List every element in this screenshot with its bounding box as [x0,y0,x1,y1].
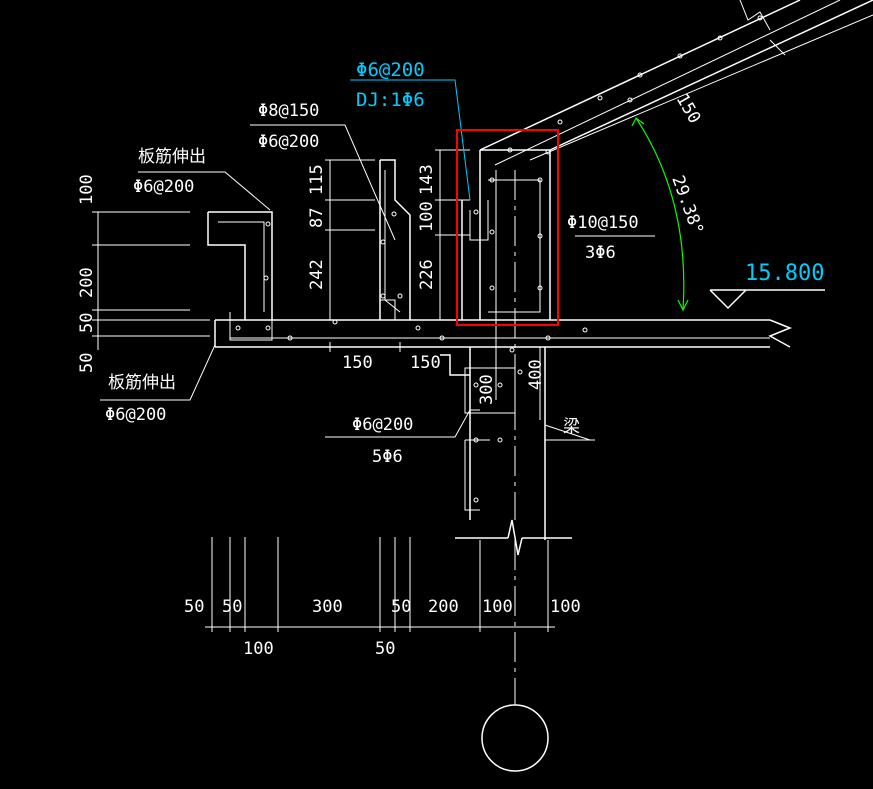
dim-v-300: 300 [477,374,497,405]
dim-v-226: 226 [417,259,437,290]
dim-bottom-100b: 100 [550,597,581,617]
dim-bottom-50c: 50 [391,597,411,617]
rebar-dots [235,15,763,503]
dim-left-50b: 50 [77,353,97,373]
dim-left-200: 200 [77,267,97,298]
angle-arc [631,117,689,312]
dim-bottom-200: 200 [428,597,459,617]
dim-left-50a: 50 [77,313,97,333]
dim-bottom-50d: 50 [375,639,395,659]
slab-rebar-top-spec: Φ6@200 [133,177,194,197]
dim-v-115: 115 [307,164,327,195]
dim-v-87: 87 [307,208,327,228]
rebar-cyan-top: Φ6@200 [356,59,425,81]
slab-rebar-top-title: 板筋伸出 [138,147,206,167]
dimension-texts: 100 200 50 50 115 87 242 143 100 226 150… [77,91,704,660]
dim-bottom-300: 300 [312,597,343,617]
dim-v-400: 400 [526,359,546,390]
rebar-cyan-bottom: DJ:1Φ6 [356,89,425,111]
dim-v-242: 242 [307,259,327,290]
slab-rebar-bottom-title: 板筋伸出 [108,373,176,393]
cyan-leader [350,79,471,201]
dim-left-100: 100 [77,174,97,205]
text-labels: 板筋伸出 Φ6@200 板筋伸出 Φ6@200 Φ8@150 Φ6@200 Φ1… [105,101,639,467]
rebar-phi10-label: Φ10@150 [567,213,639,233]
dim-h-150a: 150 [342,353,373,373]
beam-label: 梁 [563,417,580,437]
rebar-phi8-label: Φ8@150 [258,101,319,121]
dim-bottom-50b: 50 [222,597,242,617]
cyan-labels: Φ6@200 DJ:1Φ6 15.800 [356,59,824,286]
dim-h-150b: 150 [410,353,441,373]
structure-lines [207,0,873,772]
dim-bottom-100a: 100 [482,597,513,617]
highlight-box [456,129,559,326]
dim-v-143: 143 [417,164,437,195]
rebar-phi6-label: Φ6@200 [258,132,319,152]
dim-bottom-50a: 50 [184,597,204,617]
rebar-beam-spec-label: Φ6@200 [352,415,413,435]
slab-rebar-bottom-spec: Φ6@200 [105,405,166,425]
elevation-label: 15.800 [745,261,824,286]
dim-v-100: 100 [417,201,437,232]
dim-bottom-100c: 100 [243,639,274,659]
rebar-3phi6-label: 3Φ6 [585,243,616,263]
dimension-lines [92,124,655,632]
rebar-5phi6-label: 5Φ6 [372,447,403,467]
